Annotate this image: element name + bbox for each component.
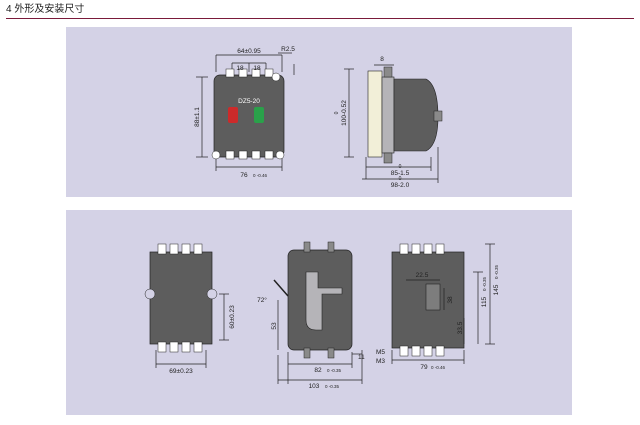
dim-bottom-tol: 0 -0.46 [253, 173, 268, 178]
dim-side-b1: 85-1.5 [391, 170, 410, 177]
dim-38: 38 [447, 296, 454, 304]
dim-front-width: 69±0.23 [169, 368, 193, 375]
dim-radius: R2.5 [281, 46, 295, 53]
side-view-body [367, 66, 443, 164]
front-view-bottom [144, 243, 218, 353]
dim-side-height-zero: 0 [334, 111, 340, 114]
top-drawings-svg: 64±0.95 18 18 R2.5 DZ5-20 88±1.1 76 0 -0… [194, 46, 443, 189]
bottom-drawing-panel: 60±0.23 69±0.23 72° 53 82 0 -0.35 103 0 … [66, 210, 572, 415]
label-m3: M3 [376, 358, 385, 365]
side-view-bottom [273, 241, 353, 359]
red-lever-icon [228, 107, 238, 123]
dim-angle: 72° [257, 296, 267, 304]
dim-115: 115 [481, 296, 488, 307]
dim-11: 11 [358, 354, 365, 361]
dim-side-b2: 98-2.0 [391, 182, 410, 189]
dim-79-tol: 0 -0.46 [431, 365, 446, 370]
dim-width-top: 64±0.95 [237, 48, 261, 55]
dim-103: 103 [309, 383, 320, 390]
dim-115-tol: 0 -0.35 [482, 277, 487, 292]
top-drawing-panel: 64±0.95 18 18 R2.5 DZ5-20 88±1.1 76 0 -0… [66, 27, 572, 197]
dim-53: 53 [271, 322, 278, 330]
dim-103-tol: 0 -0.35 [325, 384, 340, 389]
dim-18b: 18 [253, 65, 261, 72]
side-bottom-dims [277, 300, 363, 384]
dim-side-top: 8 [380, 56, 384, 63]
front-view-body [211, 68, 285, 160]
model-label: DZ5-20 [238, 98, 260, 105]
dim-335: 33.5 [457, 321, 464, 334]
dim-79: 79 [420, 364, 428, 371]
dim-height: 88±1.1 [194, 107, 201, 127]
dim-145: 145 [493, 284, 500, 295]
dim-18a: 18 [236, 65, 244, 72]
side-view-top [344, 64, 439, 183]
dim-145-tol: 0 -0.35 [494, 265, 499, 280]
front-bottom-dims [155, 293, 229, 368]
dim-side-b1-zero: 0 [399, 164, 402, 170]
section-title: 4 外形及安装尺寸 [6, 4, 85, 15]
green-lever-icon [254, 107, 264, 123]
bottom-drawings-svg: 60±0.23 69±0.23 72° 53 82 0 -0.35 103 0 … [144, 241, 500, 390]
dim-bottom: 76 [240, 172, 248, 179]
label-m5: M5 [376, 349, 385, 356]
front-view-top [196, 52, 295, 171]
dim-side-height: 100-0.52 [341, 100, 348, 126]
rear-bottom-dims [391, 243, 495, 364]
dim-82: 82 [314, 367, 322, 374]
dim-side-b2-zero: 0 [399, 176, 402, 182]
header-rule [6, 18, 634, 19]
dim-front-height: 60±0.23 [229, 305, 236, 329]
dim-225: 22.5 [416, 272, 429, 279]
rear-view-bottom [391, 243, 465, 357]
dim-82-tol: 0 -0.35 [327, 368, 342, 373]
